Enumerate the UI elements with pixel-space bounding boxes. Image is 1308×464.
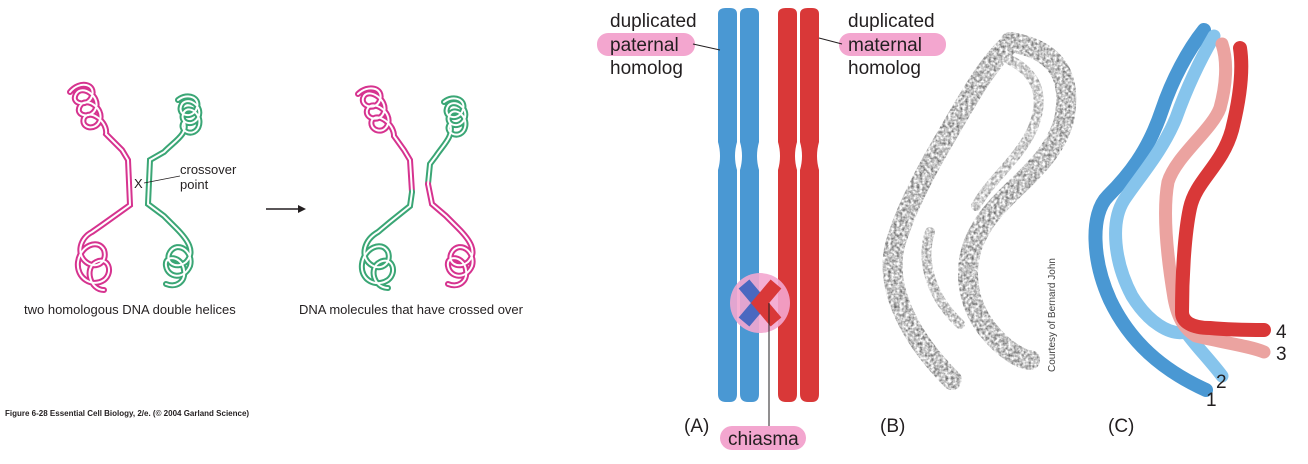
strand-label-3: 3 [1276,344,1287,365]
strand-tracing [1088,23,1271,397]
x-crossover-mark: X [134,176,143,191]
maternal-label-line2: maternal [848,35,922,56]
maternal-pointer-line [818,37,843,45]
figure-credit: Figure 6-28 Essential Cell Biology, 2/e.… [5,409,249,418]
strand-label-1: 1 [1206,390,1217,411]
caption-before: two homologous DNA double helices [24,302,236,317]
paternal-label-line3: homolog [610,58,683,79]
paternal-homolog [718,8,759,402]
caption-after: DNA molecules that have crossed over [299,302,524,317]
maternal-label-line3: homolog [848,58,921,79]
panel-a-tag: (A) [684,416,709,437]
chiasma-label: chiasma [728,429,799,450]
strand-label-2: 2 [1216,372,1227,393]
paternal-label-line2: paternal [610,35,679,56]
panel-b-tag: (B) [880,416,905,437]
paternal-label-line1: duplicated [610,11,697,32]
paternal-highlight [597,33,695,56]
dna-before-crossover: X crossover point [67,81,237,293]
chiasma-highlight-label [720,426,806,450]
dna-after-crossover [355,85,476,291]
magenta-helix-after-left [355,85,415,195]
strand-3 [1159,37,1271,359]
crossover-label-line1: crossover [180,162,237,177]
paternal-pointer-line [692,43,721,51]
chiasma-highlight [730,273,790,333]
maternal-label-line1: duplicated [848,11,935,32]
courtesy-credit: Courtesy of Bernard John [1047,258,1058,372]
strand-label-4: 4 [1276,322,1287,343]
crossover-label-line2: point [180,177,209,192]
right-arrow-icon [266,205,306,213]
crossover-leader-line [143,175,181,184]
micrograph-chromosome [882,32,1077,390]
panel-c-tag: (C) [1108,416,1134,437]
strand-1 [1088,23,1213,397]
strand-4 [1175,41,1271,337]
maternal-homolog [778,8,819,402]
maternal-highlight [839,33,946,56]
